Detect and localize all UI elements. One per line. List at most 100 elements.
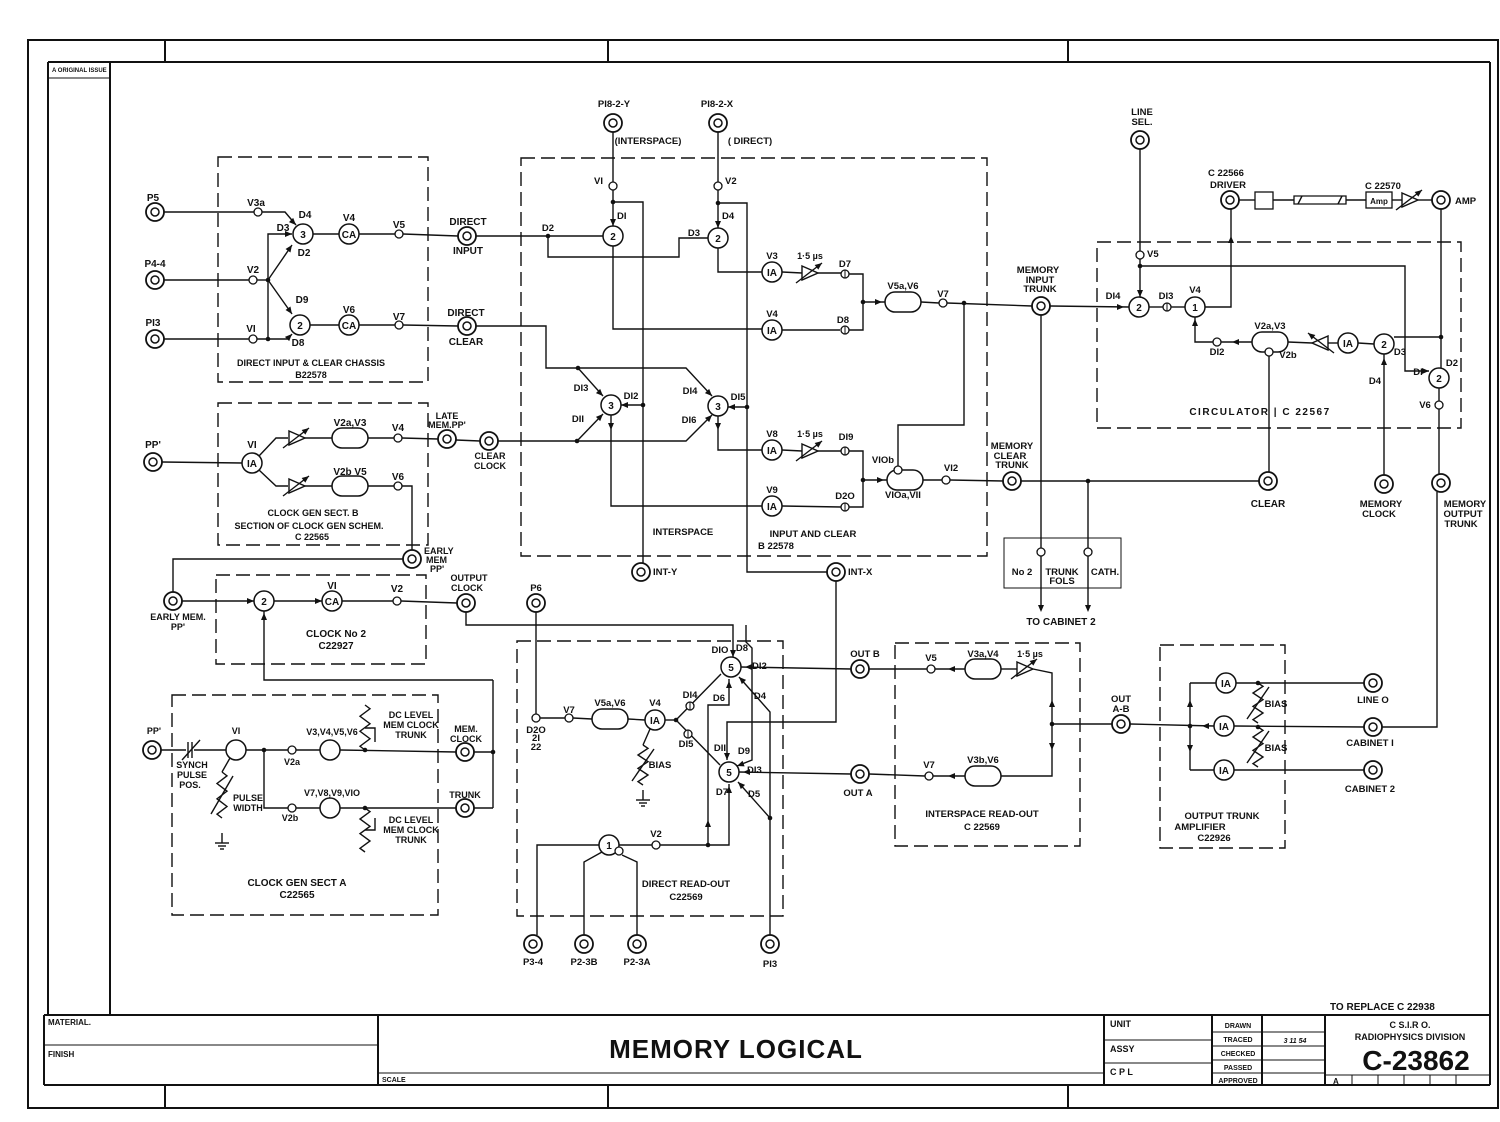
arrowhead-icon: [261, 613, 267, 620]
wire: [718, 202, 827, 573]
label: PI8-2-Y: [598, 99, 631, 110]
connector-clear-clock-icon: [479, 431, 499, 451]
valve-label: 3: [300, 230, 306, 241]
interspace-readout-chassis: [894, 642, 1081, 847]
label: V5: [925, 653, 937, 664]
label: D7: [839, 259, 851, 270]
valve-label: IA: [767, 326, 777, 337]
delay-line-icon: [1293, 195, 1347, 205]
label: SEL.: [1131, 117, 1152, 128]
wire: [267, 244, 293, 281]
label: TRUNK: [395, 835, 427, 845]
arrowhead-icon: [1422, 368, 1429, 374]
valve-label: IA: [767, 502, 777, 513]
label: OUTPUT: [451, 573, 489, 583]
wire: [1357, 342, 1375, 345]
delay-valve-icon: [964, 658, 1002, 680]
wire: [737, 781, 771, 819]
wire: [263, 611, 493, 681]
wire: [868, 773, 926, 777]
clock-gen-sect-b: [217, 402, 429, 546]
connector-early-mem-pp-icon: [402, 549, 422, 569]
connector-p2-3a-inner: [632, 939, 642, 949]
wire: [161, 461, 243, 464]
wire: [1287, 341, 1313, 344]
amp-box-label: Amp: [1370, 197, 1388, 206]
arrowhead-icon: [739, 677, 747, 685]
arrowhead-icon: [1202, 723, 1209, 729]
wire: [365, 818, 376, 831]
wire: [627, 718, 646, 721]
label: PI3: [145, 318, 160, 329]
label: 1·5 µs: [797, 429, 823, 439]
label: D8: [736, 643, 748, 654]
label: DI: [1413, 367, 1423, 378]
connector-output-clock-inner: [461, 598, 471, 608]
label: C22926: [1197, 833, 1230, 844]
label: INPUT: [1026, 275, 1055, 286]
wire: [897, 303, 965, 470]
label: V2a: [284, 757, 301, 767]
test-point-icon: [938, 298, 948, 308]
arrowhead-icon: [1308, 333, 1316, 340]
connector-line-o-inner: [1368, 678, 1378, 688]
label: TRUNK: [395, 730, 427, 740]
drawn-label: DRAWN: [1225, 1023, 1251, 1030]
label: CATH.: [1091, 567, 1119, 578]
label: TRUNK: [1444, 519, 1477, 530]
label: V3,V4,V5,V6: [306, 727, 358, 737]
connector-memory-clear-trunk-inner: [1007, 476, 1017, 486]
wire: [642, 728, 651, 746]
clock-gen-sect-a: [171, 694, 439, 916]
to-cabinet-note: TO CABINET 2: [1026, 617, 1096, 628]
label: V7: [923, 760, 935, 771]
label: DIRECT: [447, 308, 484, 319]
valve-label: CA: [325, 597, 339, 608]
connector-p18-2-x-inner: [713, 118, 723, 128]
wire: [401, 437, 439, 440]
wire: [1194, 317, 1213, 343]
valve-icon: [241, 452, 263, 474]
label: D4: [299, 210, 312, 221]
wire: [781, 449, 803, 452]
valve-label: 1: [606, 841, 612, 852]
arrowhead-icon: [814, 263, 822, 270]
label: V2b: [282, 813, 299, 823]
assy-label: ASSY: [1110, 1044, 1135, 1054]
arrowhead-icon: [595, 414, 603, 422]
input-and-clear-chassis: [520, 157, 988, 557]
label: No 2: [1012, 567, 1033, 578]
arrowhead-icon: [608, 423, 614, 430]
test-point-icon: [1083, 547, 1093, 557]
test-point-icon: [1434, 400, 1444, 410]
wire: [400, 600, 458, 604]
traced-label: TRACED: [1223, 1037, 1252, 1044]
label: C 22565: [295, 532, 329, 542]
connector-p13-inner: [150, 334, 160, 344]
arrowhead-icon: [1232, 339, 1239, 345]
label: B 22578: [758, 541, 794, 552]
out-b-label: OUT B: [850, 649, 880, 660]
valve-icon: [319, 797, 341, 819]
wire: [476, 325, 713, 397]
connector-pp-icon: [143, 452, 163, 472]
label: 1·5 µs: [1017, 649, 1043, 659]
direct-input-clear-chassis: [217, 156, 429, 383]
arrowhead-icon: [621, 402, 628, 408]
label: AMP: [1455, 196, 1477, 207]
label: DI4: [683, 386, 699, 397]
test-point-icon: [393, 481, 403, 491]
material-label: MATERIAL.: [48, 1018, 91, 1027]
label: V6: [392, 472, 405, 483]
test-point-icon: [941, 475, 951, 485]
wire: [946, 302, 1033, 307]
label: MEMORY: [991, 441, 1034, 452]
wire: [1246, 730, 1270, 764]
label: BIAS: [1265, 743, 1288, 754]
connector-out-b-icon: [850, 659, 870, 679]
label: BIAS: [1265, 699, 1288, 710]
wire: [612, 246, 762, 330]
label: SYNCH: [176, 760, 208, 770]
label: DI6: [682, 415, 697, 426]
label: D5: [748, 789, 761, 800]
